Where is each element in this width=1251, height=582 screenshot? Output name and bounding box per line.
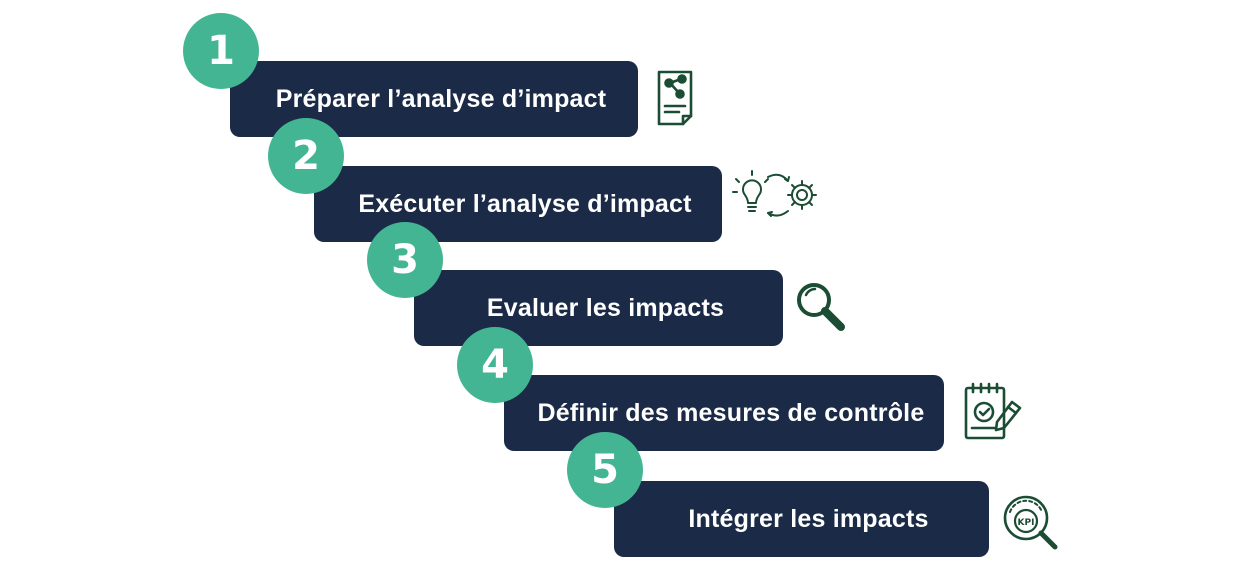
step-5-number: 5 bbox=[591, 447, 619, 493]
step-3-bar: Evaluer les impacts bbox=[414, 270, 783, 346]
step-2-badge: 2 bbox=[268, 118, 344, 194]
kpi-magnifier-icon: KPI bbox=[1000, 492, 1062, 554]
step-5-bar: Intégrer les impacts bbox=[614, 481, 989, 557]
idea-to-gear-icon bbox=[732, 165, 822, 229]
step-3-badge: 3 bbox=[367, 222, 443, 298]
step-2-bar: Exécuter l’analyse d’impact bbox=[314, 166, 722, 242]
step-4-bar: Définir des mesures de contrôle bbox=[504, 375, 944, 451]
step-3-label: Evaluer les impacts bbox=[486, 293, 725, 322]
step-1-badge: 1 bbox=[183, 13, 259, 89]
step-2-label: Exécuter l’analyse d’impact bbox=[358, 189, 692, 218]
step-2-number: 2 bbox=[292, 133, 320, 179]
step-5-label: Intégrer les impacts bbox=[688, 504, 929, 533]
step-1-label: Préparer l’analyse d’impact bbox=[275, 84, 607, 113]
step-4-number: 4 bbox=[481, 342, 509, 388]
step-3-number: 3 bbox=[391, 237, 419, 283]
svg-text:KPI: KPI bbox=[1018, 518, 1035, 528]
step-4-label: Définir des mesures de contrôle bbox=[537, 398, 925, 427]
magnifier-icon bbox=[792, 278, 850, 336]
checklist-pencil-icon bbox=[960, 380, 1028, 444]
step-4-badge: 4 bbox=[457, 327, 533, 403]
step-1-number: 1 bbox=[207, 28, 235, 74]
document-network-icon bbox=[643, 66, 707, 130]
step-5-badge: 5 bbox=[567, 432, 643, 508]
